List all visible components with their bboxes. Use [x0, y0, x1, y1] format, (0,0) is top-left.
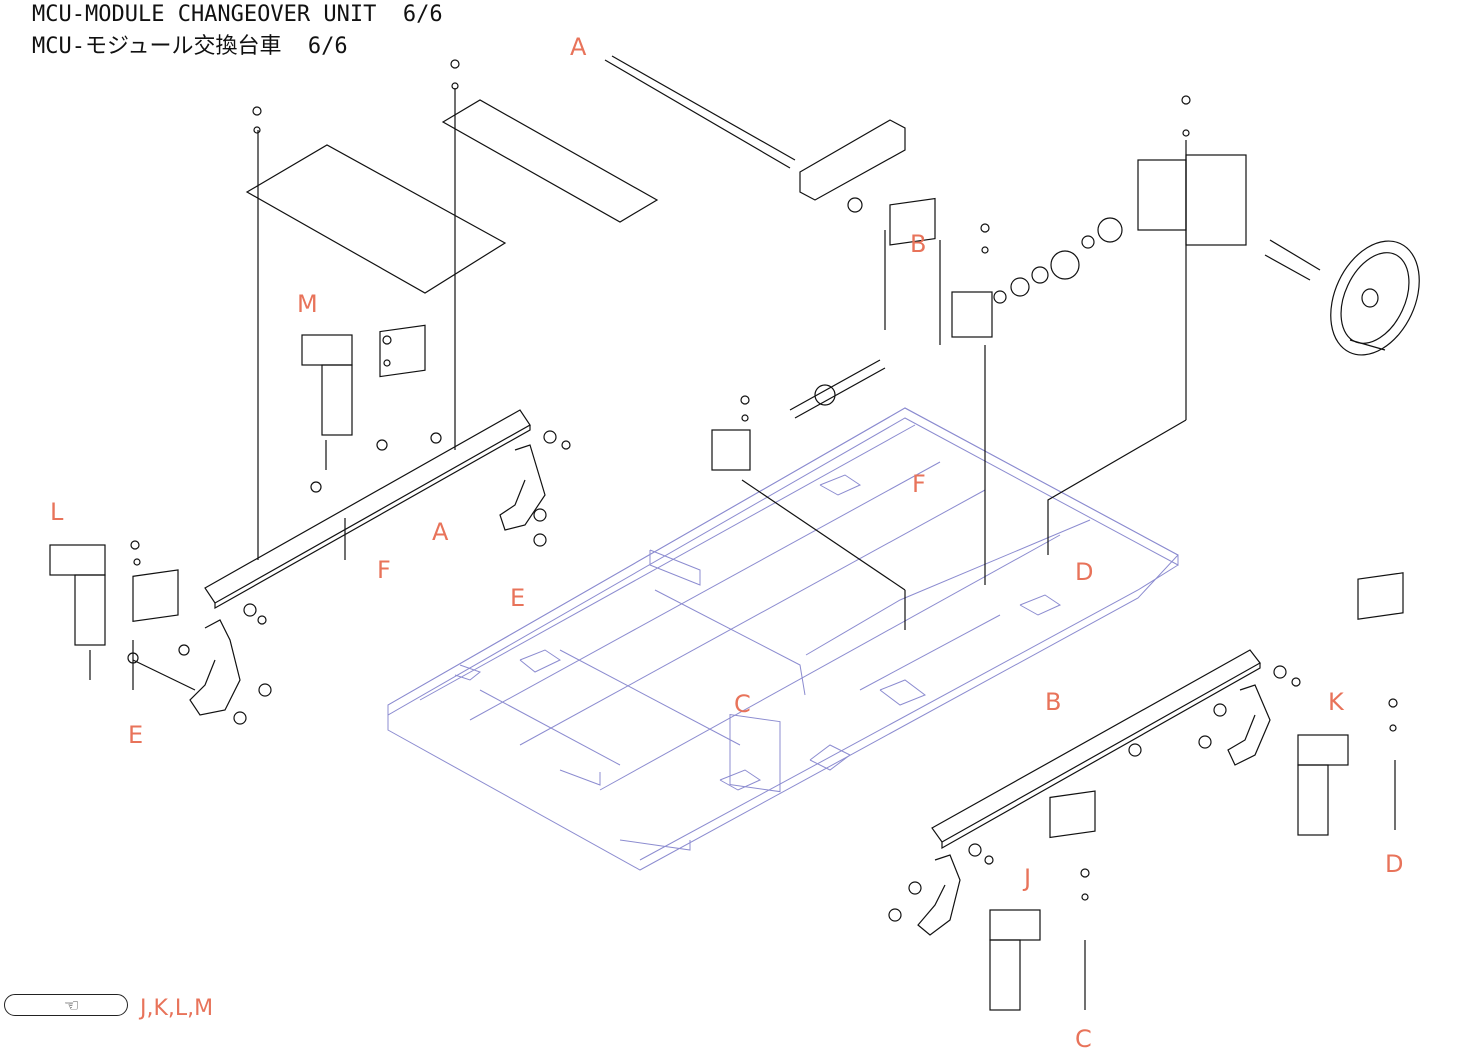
callout-l: L: [50, 498, 64, 526]
callout-d-mid: D: [1075, 558, 1093, 586]
gearbox-side: [1186, 155, 1246, 245]
bracket-k-body: [1298, 765, 1328, 835]
cover-plate-left: [247, 145, 505, 293]
callout-b-right: B: [1045, 688, 1061, 716]
base-frame: [388, 408, 1178, 870]
callout-labels: A A B B C C D D E E F F J K L M: [50, 33, 1403, 1050]
callout-f-left: F: [377, 556, 391, 584]
bracket-k-top: [1298, 735, 1348, 765]
bracket-j-body: [990, 940, 1020, 1010]
callout-a-top: A: [570, 33, 587, 61]
bracket-l-top: [50, 545, 105, 575]
callout-c-bottom: C: [1075, 1025, 1092, 1050]
right-rail: [932, 650, 1260, 842]
bracket-l-body: [75, 575, 105, 645]
left-rail: [205, 410, 530, 603]
cover-plate-right: [443, 100, 657, 222]
callout-j: J: [1022, 864, 1031, 892]
callout-k: K: [1328, 688, 1345, 716]
callout-c-center: C: [734, 690, 751, 718]
bracket-m-top: [302, 335, 352, 365]
clamp-block-left: [712, 430, 750, 470]
parts: [50, 56, 1437, 1010]
hand-wheel: [1313, 227, 1436, 370]
callout-a-mid: A: [432, 518, 449, 546]
gearbox: [1138, 160, 1186, 230]
reference-text: J,K,L,M: [140, 996, 213, 1021]
callout-f-center: F: [912, 470, 926, 498]
callout-m: M: [297, 290, 318, 318]
callout-e-left: E: [128, 721, 143, 749]
callout-b-top: B: [910, 230, 926, 258]
bracket-j-top: [990, 910, 1040, 940]
pointing-hand-icon: ☜: [64, 996, 79, 1016]
clamp-block-right: [952, 292, 992, 337]
bearing-block: [800, 120, 905, 200]
callout-d-right: D: [1385, 850, 1403, 878]
bracket-m-body: [322, 365, 352, 435]
callout-e-center: E: [510, 584, 525, 612]
